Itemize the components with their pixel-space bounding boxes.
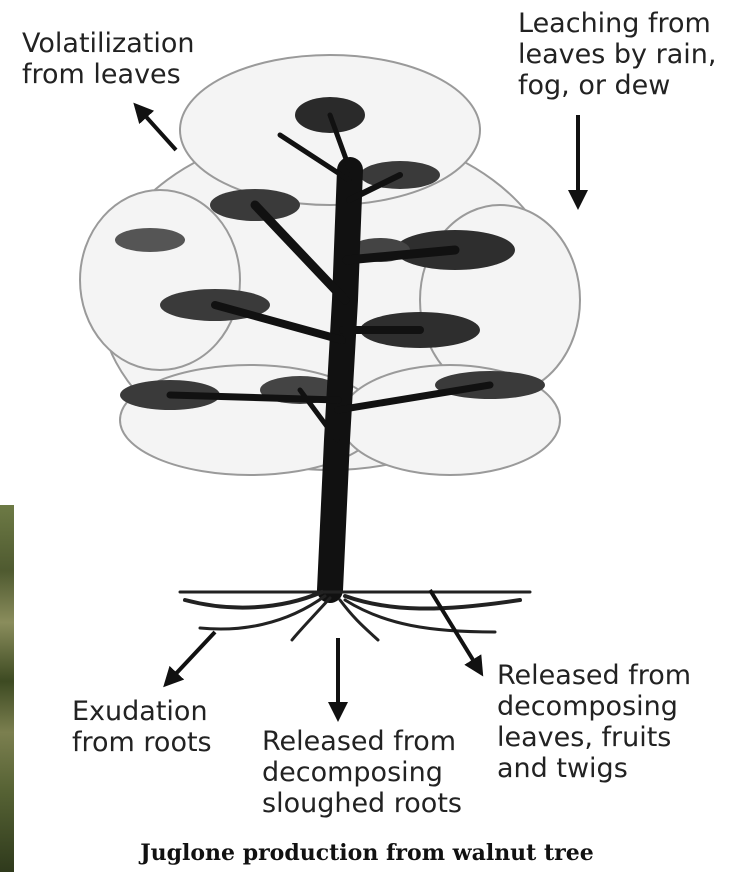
arrow-exudation — [170, 632, 215, 680]
label-leaves-fruits: Released from decomposing leaves, fruits… — [497, 660, 691, 784]
label-volatilization: Volatilization from leaves — [22, 28, 194, 90]
label-exudation: Exudation from roots — [72, 696, 212, 758]
label-leaching: Leaching from leaves by rain, fog, or de… — [518, 8, 716, 101]
diagram-caption: Juglone production from walnut tree — [0, 840, 734, 866]
arrow-volatilization — [140, 110, 176, 150]
tree-roots — [180, 592, 530, 640]
label-sloughed-roots: Released from decomposing sloughed roots — [262, 726, 462, 819]
